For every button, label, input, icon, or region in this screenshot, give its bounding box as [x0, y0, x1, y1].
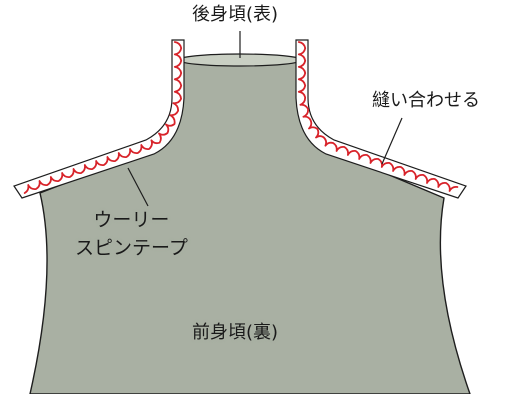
tape-label-line1: ウーリー: [93, 209, 170, 231]
tape-leader-line: [127, 167, 149, 207]
sew-together-leader-line: [381, 117, 403, 165]
front-body-label: 前身頃(裏): [192, 322, 279, 343]
tape-label-line2: スピンテープ: [75, 237, 188, 259]
right-overlock-stitch: [297, 41, 459, 192]
woolly-spin-tape-label: ウーリー スピンテープ: [75, 206, 188, 262]
left-overlock-stitch: [23, 41, 183, 194]
sew-together-label: 縫い合わせる: [372, 90, 480, 111]
back-body-label: 後身頃(表): [192, 4, 279, 25]
left-seam-binding: [13, 39, 185, 199]
